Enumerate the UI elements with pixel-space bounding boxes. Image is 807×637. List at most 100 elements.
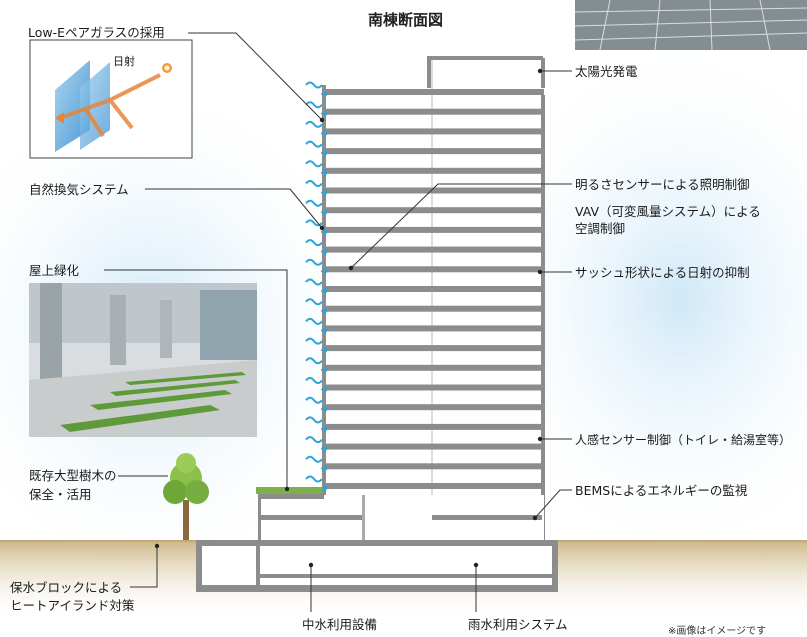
airflow-wave — [305, 475, 323, 483]
label-sunlight: 日射 — [113, 55, 135, 68]
label-rain-water: 雨水利用システム — [468, 617, 568, 632]
page-title: 南棟断面図 — [368, 11, 444, 29]
label-bems: BEMSによるエネルギーの監視 — [575, 483, 748, 498]
image-disclaimer: ※画像はイメージです — [668, 626, 767, 637]
label-vav-line1: VAV（可変風量システム）による — [575, 204, 761, 219]
airflow-wave — [305, 357, 323, 365]
floor-slab — [324, 423, 544, 430]
floor-slab — [324, 187, 544, 194]
leader-brightness-dot — [348, 265, 354, 271]
floor-slab — [324, 266, 544, 273]
floor-slab — [324, 404, 544, 411]
floor-slab — [324, 305, 544, 312]
airflow-wave — [305, 416, 323, 424]
label-middle-water: 中水利用設備 — [302, 617, 378, 632]
floor-slab — [324, 167, 544, 174]
floor-slab — [324, 443, 544, 450]
label-sash-shading: サッシュ形状による日射の抑制 — [575, 265, 750, 280]
floor-slab — [324, 148, 544, 155]
airflow-arrow — [321, 366, 329, 374]
airflow-wave — [305, 455, 323, 463]
floor-slab — [324, 89, 544, 95]
airflow-arrow — [321, 385, 329, 394]
airflow-wave — [305, 81, 323, 89]
label-tree-line1: 既存大型樹木の — [29, 468, 117, 483]
roof-green-photo — [29, 283, 257, 437]
label-solar-power: 太陽光発電 — [575, 64, 638, 79]
leader-water-block-dot — [154, 543, 160, 549]
airflow-wave — [305, 337, 323, 345]
airflow-arrow — [321, 267, 329, 275]
airflow-arrow — [321, 129, 329, 137]
floor-slab — [324, 128, 544, 135]
airflow-arrow — [321, 149, 329, 157]
airflow-arrow — [321, 90, 329, 98]
floor-slab — [324, 384, 544, 391]
label-water-block-line1: 保水ブロックによる — [10, 580, 123, 595]
airflow-wave — [305, 101, 323, 109]
leader-brightness — [350, 183, 572, 269]
label-human-sensor: 人感センサー制御（トイレ・給湯室等） — [575, 433, 792, 447]
airflow-wave — [305, 120, 323, 128]
solar-photo — [574, 0, 807, 51]
airflow-wave — [305, 160, 323, 168]
airflow-arrow — [321, 445, 329, 453]
airflow-wave — [305, 278, 323, 286]
airflow-arrow — [321, 287, 329, 295]
airflow-arrow — [321, 169, 329, 177]
label-roof-greening: 屋上緑化 — [29, 263, 80, 278]
leader-solar-dot — [537, 68, 543, 74]
airflow-arrow — [321, 228, 329, 236]
floor-slab — [324, 286, 544, 292]
leader-rain-water-dot — [473, 562, 479, 568]
floor-slab — [324, 226, 544, 233]
label-tree-line2: 保全・活用 — [29, 487, 92, 502]
leader-roof-green-dot — [284, 486, 290, 492]
sky-glow-right — [460, 30, 807, 570]
airflow-arrow — [321, 208, 329, 216]
leader-natural-vent — [145, 188, 323, 229]
label-lowe-glass: Low-Eペアガラスの採用 — [28, 25, 165, 40]
podium — [196, 487, 558, 592]
floor-slabs — [324, 89, 544, 489]
floor-slab — [324, 463, 544, 470]
leader-roof-green — [104, 269, 288, 489]
floor-slab — [324, 246, 544, 253]
leader-natural-vent-dot — [319, 225, 325, 231]
airflow-wave — [305, 239, 323, 247]
airflow-wave — [305, 377, 323, 384]
airflow-arrow — [321, 425, 329, 433]
leader-middle-water-dot — [308, 562, 314, 568]
leader-lines — [104, 32, 572, 612]
airflow-arrow — [321, 405, 329, 413]
airflow-wave — [305, 258, 323, 266]
leader-bems-dot — [532, 515, 538, 521]
floor-slab — [324, 207, 544, 214]
airflow-wave — [305, 317, 323, 325]
airflow-arrow — [321, 307, 329, 315]
label-natural-ventilation: 自然換気システム — [29, 182, 129, 197]
airflow-arrows — [305, 81, 329, 492]
leader-water-block — [130, 546, 158, 588]
floor-slab — [324, 345, 544, 352]
airflow-wave — [305, 140, 323, 148]
airflow-wave — [305, 396, 323, 404]
tree — [163, 453, 209, 540]
leader-lowe-dot — [319, 117, 325, 123]
floor-slab — [324, 364, 544, 371]
label-water-block-line2: ヒートアイランド対策 — [10, 598, 135, 613]
lowe-inset-drawing — [29, 39, 193, 159]
floor-slab — [324, 325, 544, 332]
airflow-arrow — [321, 464, 329, 472]
airflow-wave — [305, 436, 323, 444]
floor-slab — [324, 483, 544, 489]
leader-lowe — [188, 32, 323, 121]
airflow-wave — [305, 180, 323, 187]
airflow-arrow — [321, 248, 329, 256]
airflow-arrow — [321, 326, 329, 334]
floor-slab — [324, 108, 544, 115]
airflow-wave — [305, 199, 323, 207]
leader-human-sensor-dot — [537, 436, 543, 442]
